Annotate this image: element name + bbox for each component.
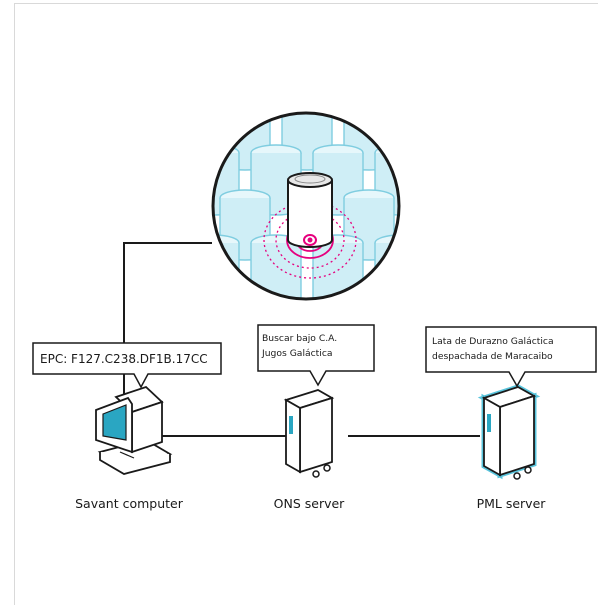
epc-code-text: EPC: F127.C238.DF1B.17CC: [40, 352, 208, 366]
ons-query-callout: Buscar bajo C.A. Jugos Galáctica: [257, 324, 375, 387]
savant-computer-label: Savant computer: [75, 496, 184, 511]
ons-query-line-1: Buscar bajo C.A.: [262, 333, 337, 344]
magnified-pallet-view: [211, 111, 401, 301]
tagged-can-icon: [287, 172, 333, 248]
ons-server-label: ONS server: [274, 496, 346, 511]
pml-result-line-1: Lata de Durazno Galáctica: [432, 336, 554, 347]
ons-query-line-2: Jugos Galáctica: [261, 348, 333, 359]
epc-callout: EPC: F127.C238.DF1B.17CC: [32, 342, 222, 389]
ons-server-icon: [283, 389, 335, 478]
pml-result-callout: Lata de Durazno Galáctica despachada de …: [425, 326, 597, 388]
figure-frame: [14, 3, 598, 605]
pml-server-label: PML server: [477, 496, 547, 511]
pml-server-icon: [477, 384, 541, 480]
pml-result-line-2: despachada de Maracaibo: [432, 351, 553, 362]
savant-computer-icon: [95, 385, 173, 475]
